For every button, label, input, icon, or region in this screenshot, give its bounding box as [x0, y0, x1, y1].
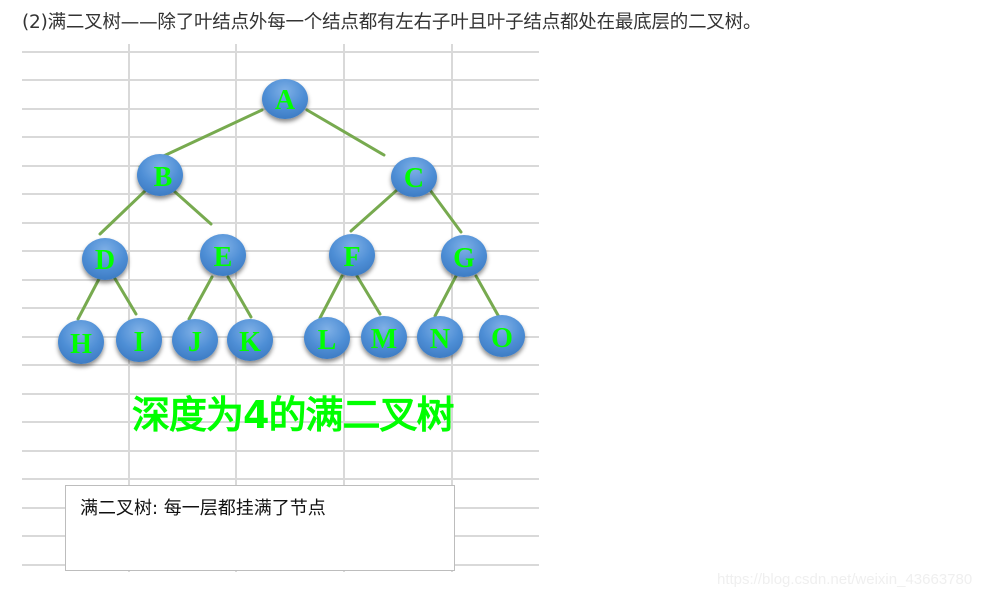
- tree-nodes: [58, 79, 525, 364]
- figure-caption: 深度为4的满二叉树: [132, 393, 454, 437]
- tree-edges: [76, 108, 501, 321]
- edge-A-C: [305, 108, 386, 157]
- node-E: [200, 234, 246, 276]
- edge-D-H: [76, 275, 102, 321]
- node-F: [329, 234, 375, 276]
- node-label-L: L: [318, 325, 337, 356]
- edge-B-E: [172, 189, 213, 226]
- node-label-M: M: [371, 324, 397, 355]
- node-label-H: H: [70, 329, 92, 360]
- edge-B-D: [98, 189, 147, 236]
- node-K: [227, 319, 273, 361]
- edge-E-J: [187, 275, 214, 321]
- edge-D-I: [112, 275, 138, 316]
- node-H: [58, 320, 104, 364]
- node-D: [82, 238, 128, 280]
- node-B: [137, 154, 183, 196]
- node-label-K: K: [239, 327, 261, 358]
- node-label-C: C: [404, 163, 424, 194]
- edge-F-L: [318, 274, 344, 320]
- node-label-A: A: [275, 85, 296, 116]
- edge-E-K: [226, 275, 253, 319]
- node-label-I: I: [134, 327, 145, 358]
- node-label-F: F: [343, 242, 360, 273]
- node-label-G: G: [453, 243, 475, 274]
- watermark: https://blog.csdn.net/weixin_43663780: [717, 571, 973, 588]
- edge-G-O: [474, 274, 501, 319]
- edge-C-G: [428, 188, 463, 234]
- node-L: [304, 317, 350, 359]
- edge-G-N: [433, 274, 458, 318]
- node-label-N: N: [430, 324, 450, 355]
- node-M: [361, 316, 407, 358]
- node-I: [116, 318, 162, 362]
- node-O: [479, 315, 525, 357]
- section-heading: (2)满二叉树——除了叶结点外每一个结点都有左右子叶且叶子结点都处在最底层的二叉…: [22, 12, 762, 33]
- edge-C-F: [349, 188, 399, 233]
- node-label-B: B: [154, 162, 173, 193]
- note-text: 满二叉树: 每一层都挂满了节点: [80, 498, 326, 519]
- node-N: [417, 316, 463, 358]
- node-label-D: D: [95, 245, 115, 276]
- node-label-J: J: [188, 327, 202, 358]
- full-binary-tree-figure: A B C D E F G H I J K L M N O 深度为4的满二叉树 …: [22, 44, 539, 572]
- note-box: 满二叉树: 每一层都挂满了节点: [65, 485, 455, 571]
- node-label-E: E: [214, 242, 233, 273]
- node-C: [391, 157, 437, 197]
- node-A: [262, 79, 308, 119]
- node-G: [441, 235, 487, 277]
- node-label-O: O: [491, 323, 513, 354]
- tree-diagram: A B C D E F G H I J K L M N O: [22, 44, 539, 572]
- node-J: [172, 319, 218, 361]
- edge-F-M: [355, 274, 382, 316]
